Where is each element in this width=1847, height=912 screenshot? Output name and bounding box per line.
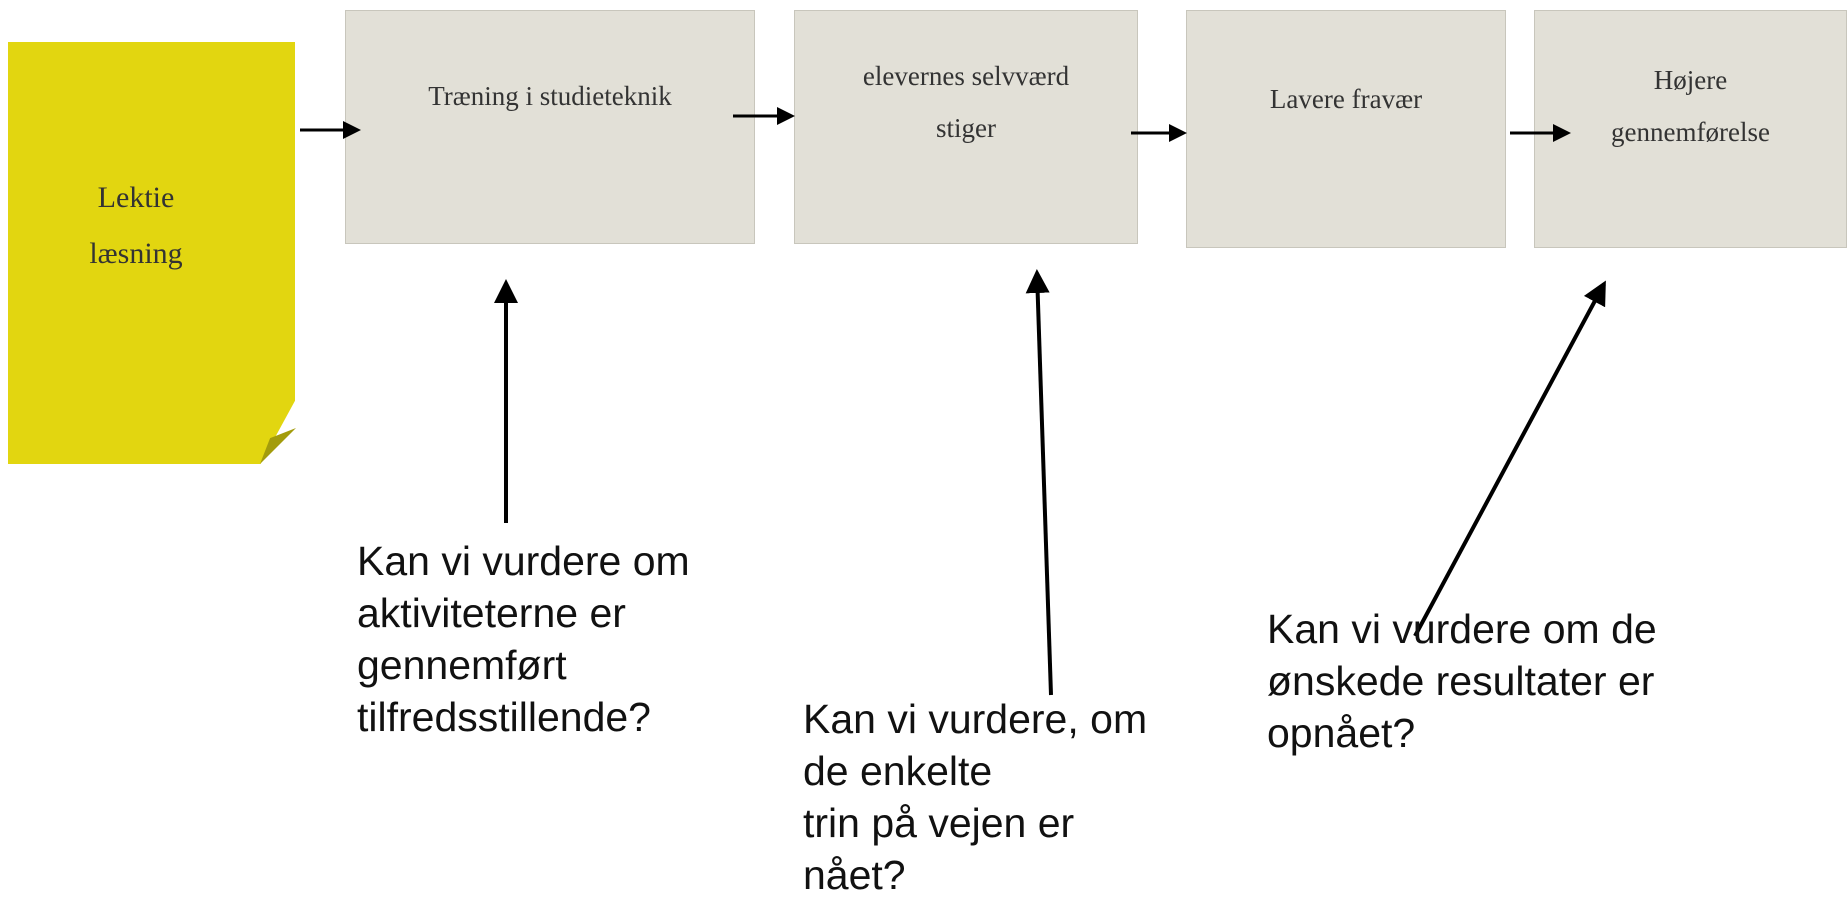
box-training-line-1: Træning i studieteknik [428, 81, 672, 111]
question-activities-line-2: aktiviteterne er [357, 590, 626, 636]
question-steps-line-2: de enkelte [803, 748, 993, 794]
question-results: Kan vi vurdere om de ønskede resultater … [1267, 603, 1657, 759]
question-results-line-1: Kan vi vurdere om de [1267, 606, 1657, 652]
question-results-line-2: ønskede resultater er [1267, 658, 1655, 704]
box-completion-line-1: Højere [1653, 65, 1728, 95]
box-absence-line-1: Lavere fravær [1269, 84, 1423, 114]
question-steps-line-1: Kan vi vurdere, om [803, 696, 1148, 742]
question-steps-line-3: trin på vejen er [803, 800, 1075, 846]
box-training: Træning i studieteknik [345, 10, 755, 244]
box-self-esteem: elevernes selvværd stiger [794, 10, 1138, 244]
question-results-line-3: opnået? [1267, 710, 1416, 756]
sticky-note-line-2: læsning [89, 237, 183, 270]
box-completion: Højere gennemførelse [1534, 10, 1847, 248]
arrow-question-3-up [1413, 280, 1606, 637]
sticky-note-label: Lektie læsning [8, 170, 264, 282]
box-completion-line-2: gennemførelse [1611, 117, 1770, 147]
question-activities-line-1: Kan vi vurdere om [357, 538, 690, 584]
box-absence: Lavere fravær [1186, 10, 1506, 248]
sticky-note-line-1: Lektie [97, 181, 175, 214]
question-activities: Kan vi vurdere om aktiviteterne er genne… [357, 535, 690, 743]
box-self-esteem-line-2: stiger [936, 113, 996, 143]
question-activities-line-3: gennemført [357, 642, 567, 688]
question-steps-line-4: nået? [803, 852, 906, 898]
question-activities-line-4: tilfredsstillende? [357, 694, 651, 740]
arrow-question-2-up [1025, 269, 1053, 696]
box-self-esteem-line-1: elevernes selvværd [862, 61, 1070, 91]
question-steps: Kan vi vurdere, om de enkelte trin på ve… [803, 693, 1147, 901]
sticky-note [8, 42, 295, 464]
